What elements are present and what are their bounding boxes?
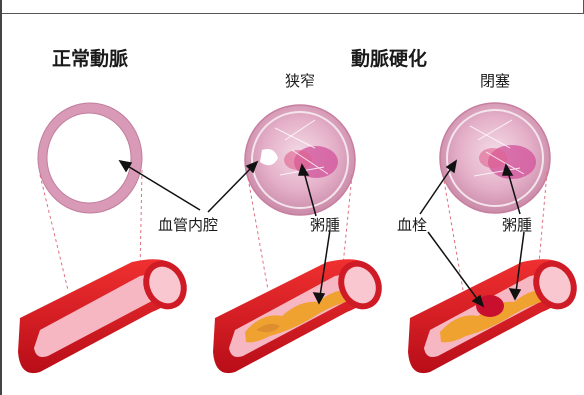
occlusion-artery-tube xyxy=(408,257,581,373)
atheroma-label-occlusion: 粥腫 xyxy=(502,214,532,235)
stenosis-cross-section xyxy=(245,105,355,215)
occlusion-label: 閉塞 xyxy=(480,70,510,91)
atheroma-label-stenosis: 粥腫 xyxy=(310,214,340,235)
stenosis-label: 狭窄 xyxy=(285,70,315,91)
normal-cross-section xyxy=(38,103,142,213)
sclerosis-heading: 動脈硬化 xyxy=(351,44,427,71)
lumen-label: 血管内腔 xyxy=(158,214,218,235)
thrombus-label: 血栓 xyxy=(397,214,427,235)
normal-artery-tube xyxy=(18,257,191,373)
normal-artery-heading: 正常動脈 xyxy=(52,44,128,71)
stenosis-artery-tube xyxy=(213,257,386,373)
occlusion-cross-section xyxy=(440,103,550,213)
